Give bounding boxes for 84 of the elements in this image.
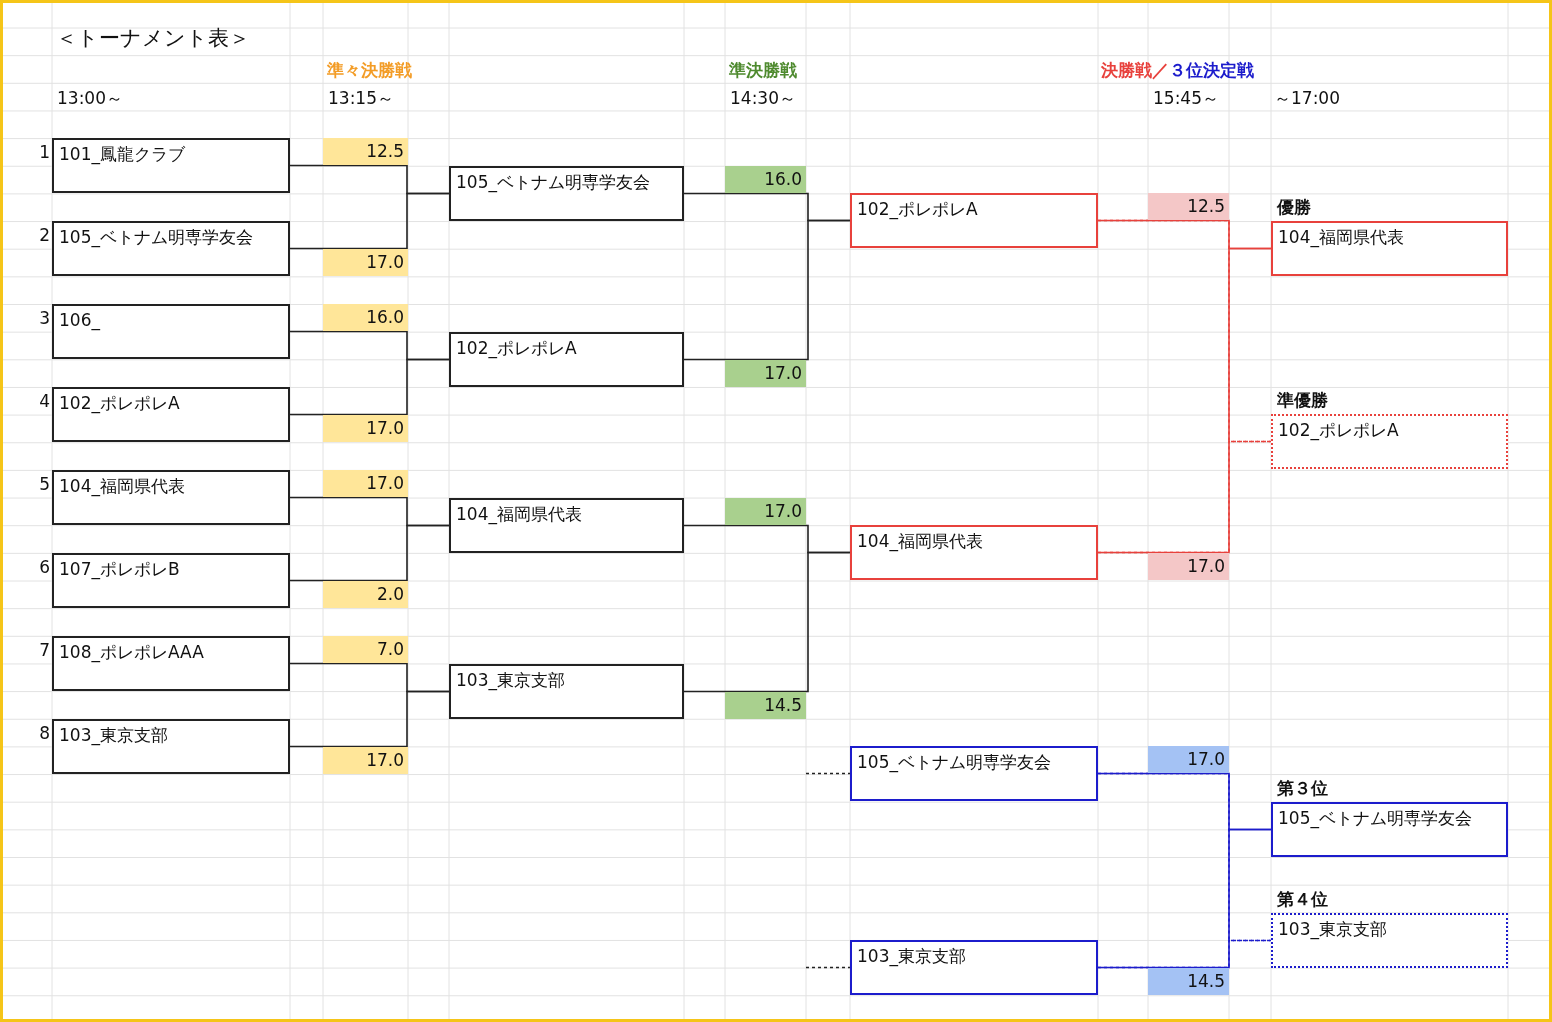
score-cell: 17.0 — [725, 498, 806, 525]
team-name: 105_ベトナム明専学友会 — [456, 171, 650, 193]
seed-number: 6 — [38, 556, 50, 578]
round-heading: 決勝戦／ — [1101, 59, 1169, 82]
team-name: 106_ — [59, 309, 100, 331]
score-cell: 17.0 — [725, 360, 806, 387]
score-cell: 17.0 — [1148, 746, 1229, 773]
team-name: 102_ポレポレA — [1278, 419, 1399, 441]
team-name: 103_東京支部 — [857, 945, 966, 967]
bracket-line — [805, 966, 851, 969]
team-box — [52, 221, 290, 276]
team-name: 105_ベトナム明専学友会 — [59, 226, 253, 248]
title: ＜トーナメント表＞ — [56, 25, 250, 52]
bracket-line — [1097, 247, 1272, 554]
bracket-line — [1097, 828, 1272, 969]
seed-number: 3 — [38, 307, 50, 329]
team-box — [850, 525, 1098, 580]
team-box — [449, 498, 684, 553]
score-cell: 14.5 — [725, 692, 806, 719]
team-name: 108_ポレポレAAA — [59, 641, 204, 663]
score-cell: 17.0 — [323, 747, 408, 774]
score-cell: 16.0 — [725, 166, 806, 193]
team-box — [52, 138, 290, 193]
score-cell: 7.0 — [323, 636, 408, 663]
team-box — [850, 746, 1098, 801]
round-heading: ３位決定戦 — [1169, 59, 1254, 82]
team-name: 102_ポレポレA — [857, 198, 978, 220]
team-box — [52, 719, 290, 774]
seed-number: 1 — [38, 141, 50, 163]
score-cell: 12.5 — [323, 138, 408, 165]
team-name: 105_ベトナム明専学友会 — [857, 751, 1051, 773]
score-cell: 14.5 — [1148, 968, 1229, 995]
place-heading: 準優勝 — [1277, 389, 1328, 412]
start-time: 13:00～ — [57, 87, 123, 110]
score-cell: 16.0 — [323, 304, 408, 331]
team-name: 104_福岡県代表 — [857, 530, 983, 552]
team-name: 105_ベトナム明専学友会 — [1278, 807, 1472, 829]
team-name: 102_ポレポレA — [59, 392, 180, 414]
team-box — [850, 940, 1098, 995]
bracket-line — [683, 551, 851, 693]
team-name: 103_東京支部 — [456, 669, 565, 691]
score-cell: 12.5 — [1148, 193, 1229, 220]
seed-number: 5 — [38, 473, 50, 495]
seed-number: 4 — [38, 390, 50, 412]
bracket-line — [289, 358, 450, 416]
team-box — [52, 636, 290, 691]
team-box — [52, 553, 290, 608]
bracket-line — [289, 690, 450, 748]
team-name: 107_ポレポレB — [59, 558, 180, 580]
bracket-line — [683, 219, 851, 361]
team-box — [449, 332, 684, 387]
team-name: 103_東京支部 — [1278, 918, 1387, 940]
team-box — [449, 664, 684, 719]
start-time: 14:30～ — [730, 87, 796, 110]
team-name: 103_東京支部 — [59, 724, 168, 746]
team-name: 102_ポレポレA — [456, 337, 577, 359]
score-cell: 17.0 — [323, 249, 408, 276]
score-cell: 17.0 — [323, 470, 408, 497]
start-time: 13:15～ — [328, 87, 394, 110]
score-cell: 2.0 — [323, 581, 408, 608]
seed-number: 8 — [38, 722, 50, 744]
team-box — [52, 387, 290, 442]
bracket-line — [289, 192, 450, 250]
round-heading: 準々決勝戦 — [327, 59, 412, 82]
bracket-line — [805, 772, 851, 775]
team-box — [449, 166, 684, 221]
team-name: 104_福岡県代表 — [59, 475, 185, 497]
team-name: 104_福岡県代表 — [1278, 226, 1404, 248]
place-heading: 第３位 — [1277, 777, 1328, 800]
score-cell: 17.0 — [323, 415, 408, 442]
seed-number: 2 — [38, 224, 50, 246]
start-time: 15:45～ — [1153, 87, 1219, 110]
place-heading: 第４位 — [1277, 888, 1328, 911]
team-box — [52, 470, 290, 525]
team-box — [52, 304, 290, 359]
end-time: ～17:00 — [1274, 87, 1340, 110]
bracket-line — [289, 524, 450, 582]
place-heading: 優勝 — [1277, 196, 1311, 219]
round-heading: 準決勝戦 — [729, 59, 797, 82]
team-name: 104_福岡県代表 — [456, 503, 582, 525]
seed-number: 7 — [38, 639, 50, 661]
team-name: 101_鳳龍クラブ — [59, 143, 185, 165]
score-cell: 17.0 — [1148, 553, 1229, 580]
team-box — [850, 193, 1098, 248]
